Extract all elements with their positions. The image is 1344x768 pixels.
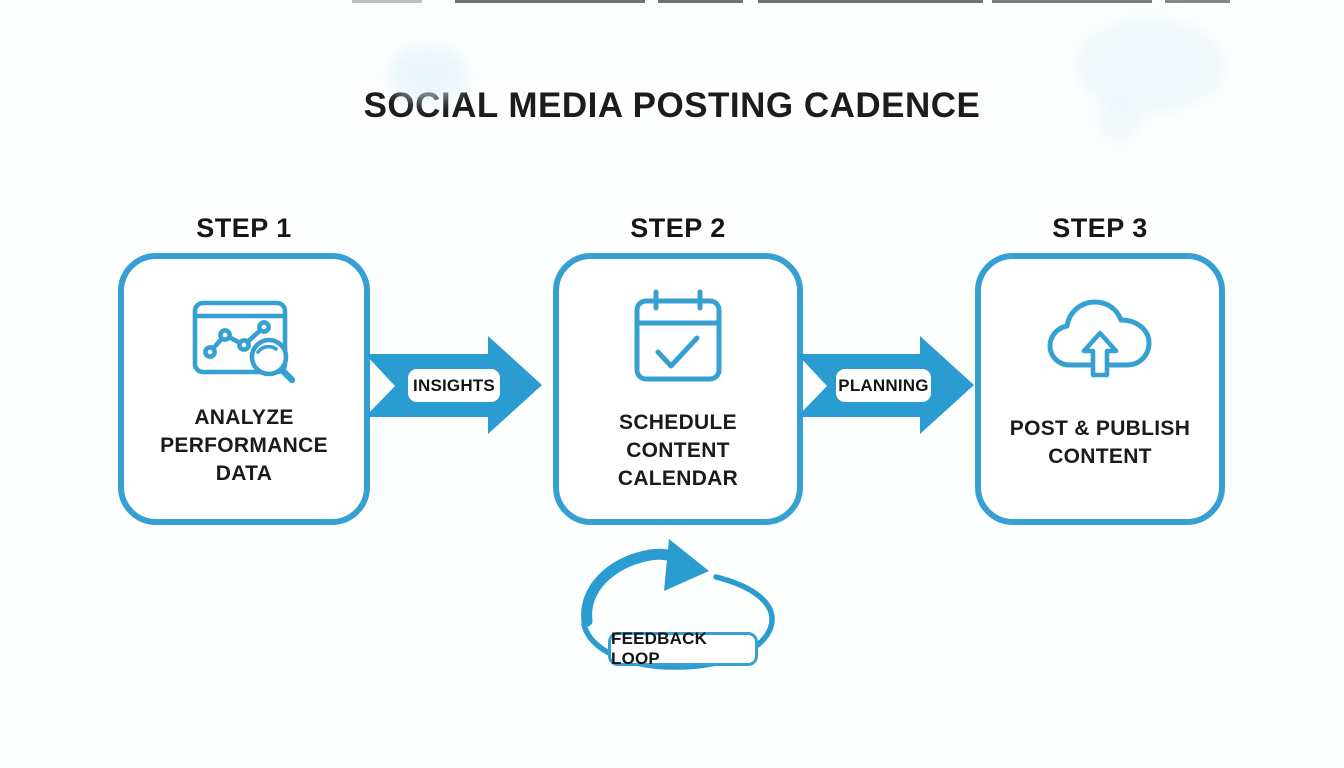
step-1-text: ANALYZE PERFORMANCE DATA xyxy=(124,404,364,488)
step-2-text-line: SCHEDULE xyxy=(619,411,737,434)
step-2-label: STEP 2 xyxy=(630,213,726,243)
step-1-text-line: PERFORMANCE xyxy=(160,434,328,457)
artifact-segment xyxy=(758,0,983,3)
step-3-text: POST & PUBLISH CONTENT xyxy=(981,415,1219,471)
artifact-segment xyxy=(992,0,1152,3)
feedback-loop-label: FEEDBACK LOOP xyxy=(608,629,758,668)
background-smudge xyxy=(1075,18,1225,113)
step-2-text: SCHEDULE CONTENT CALENDAR xyxy=(559,409,797,493)
planning-arrow-label: PLANNING xyxy=(836,369,931,402)
step-3-text-line: POST & PUBLISH xyxy=(1009,417,1191,440)
artifact-segment xyxy=(658,0,743,3)
step-2-text-line: CONTENT xyxy=(626,439,730,462)
page-title: SOCIAL MEDIA POSTING CADENCE xyxy=(363,86,981,125)
step-3-label: STEP 3 xyxy=(1052,213,1148,243)
artifact-segment xyxy=(1165,0,1230,3)
step-1-text-line: DATA xyxy=(215,462,273,485)
artifact-segment xyxy=(455,0,645,3)
calendar-check-icon xyxy=(634,289,722,382)
background-smudge xyxy=(1098,95,1140,143)
step-3-box: POST & PUBLISH CONTENT xyxy=(975,253,1225,525)
background-smudge xyxy=(388,45,468,103)
analytics-magnifier-icon xyxy=(192,300,296,384)
step-1-label: STEP 1 xyxy=(196,213,292,243)
step-1-text-line: ANALYZE xyxy=(194,406,294,429)
step-2-text-line: CALENDAR xyxy=(617,467,739,490)
step-2-box: SCHEDULE CONTENT CALENDAR xyxy=(553,253,803,525)
step-3-text-line: CONTENT xyxy=(1048,445,1152,468)
cloud-upload-icon xyxy=(1047,299,1152,378)
step-1-box: ANALYZE PERFORMANCE DATA xyxy=(118,253,370,525)
artifact-segment xyxy=(352,0,422,3)
insights-arrow-label: INSIGHTS xyxy=(408,369,500,402)
